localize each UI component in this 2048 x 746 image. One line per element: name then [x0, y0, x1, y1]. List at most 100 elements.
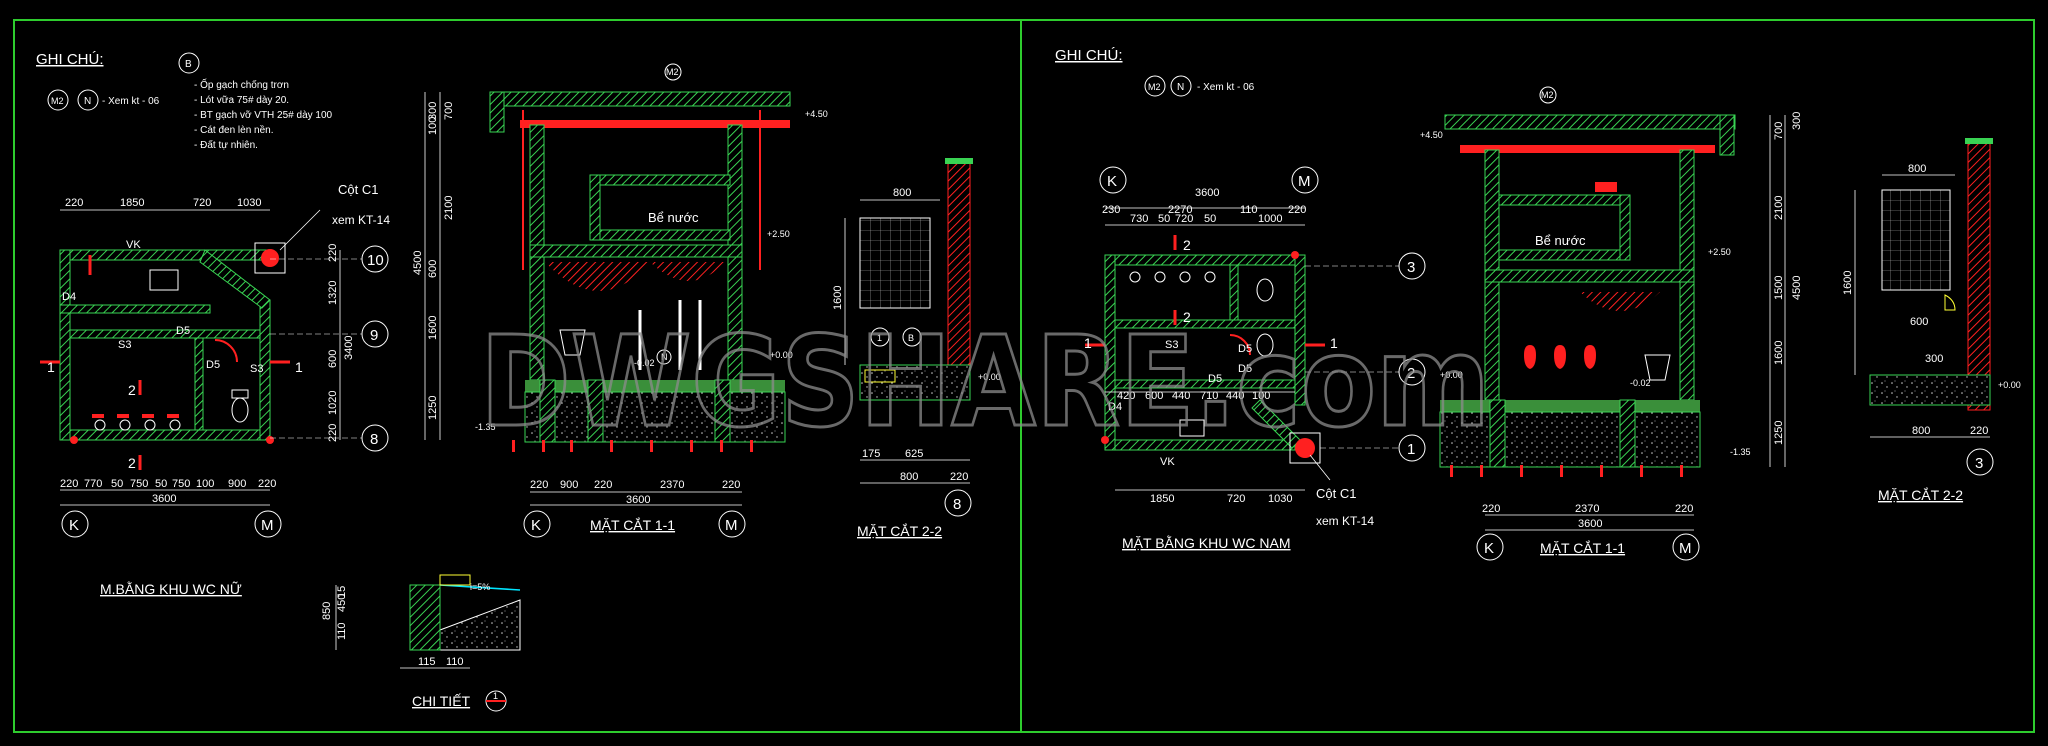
left-s22-level: +0.00: [978, 372, 1001, 382]
left-plan-dim-top: 720: [193, 197, 211, 209]
right-s22-dim: 800: [1908, 163, 1926, 175]
left-s11-vdim: 1250: [427, 396, 439, 420]
left-grid-bottom: K: [69, 517, 79, 534]
right-s22-level: +0.00: [1998, 380, 2021, 390]
left-s11-total: 3600: [626, 494, 650, 506]
watermark: DWGSHARE.com: [480, 310, 1490, 455]
right-plan-dim-bottom: 440: [1226, 390, 1244, 402]
left-s11-vdim: 300: [427, 102, 439, 120]
left-s11-vdim: 1600: [427, 316, 439, 340]
left-detail-dim: 450: [336, 594, 348, 612]
right-plan: VK S3 D4 D5 D5 D5 3600 2270 730 50 720 5…: [1084, 166, 1426, 551]
right-s11-hdim: 2370: [1575, 503, 1599, 515]
left-grid-right: 9: [370, 327, 378, 344]
right-grid-top: K: [1107, 173, 1117, 190]
left-detail-dim: 115: [418, 656, 436, 668]
right-column-label: Cột C1: [1316, 486, 1356, 501]
right-room-d5b: D5: [1238, 363, 1252, 375]
left-detail-dim: 15: [336, 586, 348, 598]
right-plan-dim-bottom: 1850: [1150, 493, 1174, 505]
right-s22-dim: 1600: [1842, 271, 1854, 295]
left-plan-dim-top: 1850: [120, 197, 144, 209]
left-plan-dim-bottom: 750: [172, 478, 190, 490]
left-plan-dim-row: 220: [327, 424, 339, 442]
left-plan-dim-bottom: 750: [130, 478, 148, 490]
right-note-ref-text: - Xem kt - 06: [1197, 82, 1255, 93]
right-room-vk: VK: [1160, 456, 1175, 468]
left-s11-n-tag: N: [661, 352, 668, 362]
right-s11-grid: M: [1679, 540, 1692, 557]
right-note-tag-m2: M2: [1148, 82, 1161, 92]
left-room-vk: VK: [126, 239, 141, 251]
left-room-d5: D5: [206, 359, 220, 371]
left-s11-hdim: 220: [722, 479, 740, 491]
left-column-ref: xem KT-14: [332, 213, 390, 227]
left-section22-title: MẶT CẮT 2-2: [857, 522, 942, 539]
left-b-item: - BT gạch vỡ VTH 25# dày 100: [194, 110, 333, 121]
left-s11-vdim: 100: [427, 117, 439, 135]
right-s11-level: +2.50: [1708, 247, 1731, 257]
left-section-11: N M2 Bể nước +4.50 +2.50 +0.00 -0.02 -1.…: [412, 63, 828, 538]
right-plan-dim-top: 3600: [1195, 187, 1219, 199]
left-plan-dim-top: 220: [65, 197, 83, 209]
left-note-tag-m2: [47, 89, 69, 111]
right-section-22: 800 1600 600 300 800 220 +0.00 3 MẶT CẮT…: [1842, 138, 2021, 503]
left-s22-dim: 1600: [832, 286, 844, 310]
left-s22-grid: 8: [953, 496, 961, 513]
right-s11-level: +4.50: [1420, 130, 1443, 140]
right-s11-total: 3600: [1578, 518, 1602, 530]
right-s11-hdim: 220: [1675, 503, 1693, 515]
left-s22-dim: 800: [900, 471, 918, 483]
right-plan-dim-bottom: 440: [1172, 390, 1190, 402]
right-s11-vdim: 1600: [1773, 341, 1785, 365]
left-s11-vdim: 2100: [443, 196, 455, 220]
right-s11-vdim: 1250: [1773, 421, 1785, 445]
left-note-ref-text: - Xem kt - 06: [102, 96, 160, 107]
right-s11-vdim: 700: [1773, 122, 1785, 140]
right-room-s3: S3: [1165, 339, 1178, 351]
left-plan-dim-row: 3400: [343, 336, 355, 360]
right-grid-right: 2: [1407, 365, 1415, 382]
left-room-s3b: S3: [250, 363, 263, 375]
left-note-title: GHI CHÚ:: [36, 51, 104, 68]
left-note-tag-n-label: N: [84, 96, 91, 107]
left-b-tag-label: B: [185, 59, 192, 70]
right-section-marker: 1: [1084, 335, 1092, 351]
right-plan-dim-top: 730: [1130, 213, 1148, 225]
left-plan-dim-row: 600: [327, 350, 339, 368]
left-s11-hdim: 220: [594, 479, 612, 491]
left-s22-b-tag: B: [908, 333, 914, 343]
right-plan-dim-top: 2270: [1168, 204, 1192, 216]
left-detail-slope: i=5%: [470, 582, 490, 592]
right-grid-right: 3: [1407, 259, 1415, 276]
right-plan-title: MẶT BẰNG KHU WC NAM: [1122, 534, 1291, 551]
right-s22-dim: 800: [1912, 425, 1930, 437]
left-s11-grid: K: [531, 517, 541, 534]
right-section-11: M2 Bể nước +4.50 +2.50 +0.00 -0.02 -1.35…: [1420, 86, 1803, 561]
left-detail-dim: 850: [321, 602, 333, 620]
left-room-d5b: D5: [176, 325, 190, 337]
right-section-marker: 2: [1183, 309, 1191, 325]
right-plan-dim-bottom: 600: [1145, 390, 1163, 402]
right-plan-dim-top: 720: [1175, 213, 1193, 225]
left-room-s3: S3: [118, 339, 131, 351]
left-plan-dim-row: 220: [327, 244, 339, 262]
left-detail: i=5% 850 450 15 110 115 110 CHI TIẾT 1: [321, 574, 521, 712]
left-plan-title: M.BẰNG KHU WC NỮ: [100, 580, 242, 597]
right-room-d5c: D5: [1208, 373, 1222, 385]
right-plan-dim-top: 230: [1102, 204, 1120, 216]
left-s11-level: -1.35: [475, 422, 496, 432]
right-column-ref: xem KT-14: [1316, 514, 1374, 528]
left-grid-right: 8: [370, 431, 378, 448]
right-plan-dim-bottom: 720: [1227, 493, 1245, 505]
right-s22-dim: 220: [1970, 425, 1988, 437]
frame-outer: [13, 19, 2035, 733]
right-s11-vdim: 2100: [1773, 196, 1785, 220]
left-room-d4: D4: [62, 291, 76, 303]
left-s11-tank-label: Bể nước: [648, 210, 699, 225]
right-section-marker: 2: [1183, 237, 1191, 253]
left-s11-hdim: 220: [530, 479, 548, 491]
right-room-d5: D5: [1238, 343, 1252, 355]
right-section-marker: 1: [1330, 335, 1338, 351]
